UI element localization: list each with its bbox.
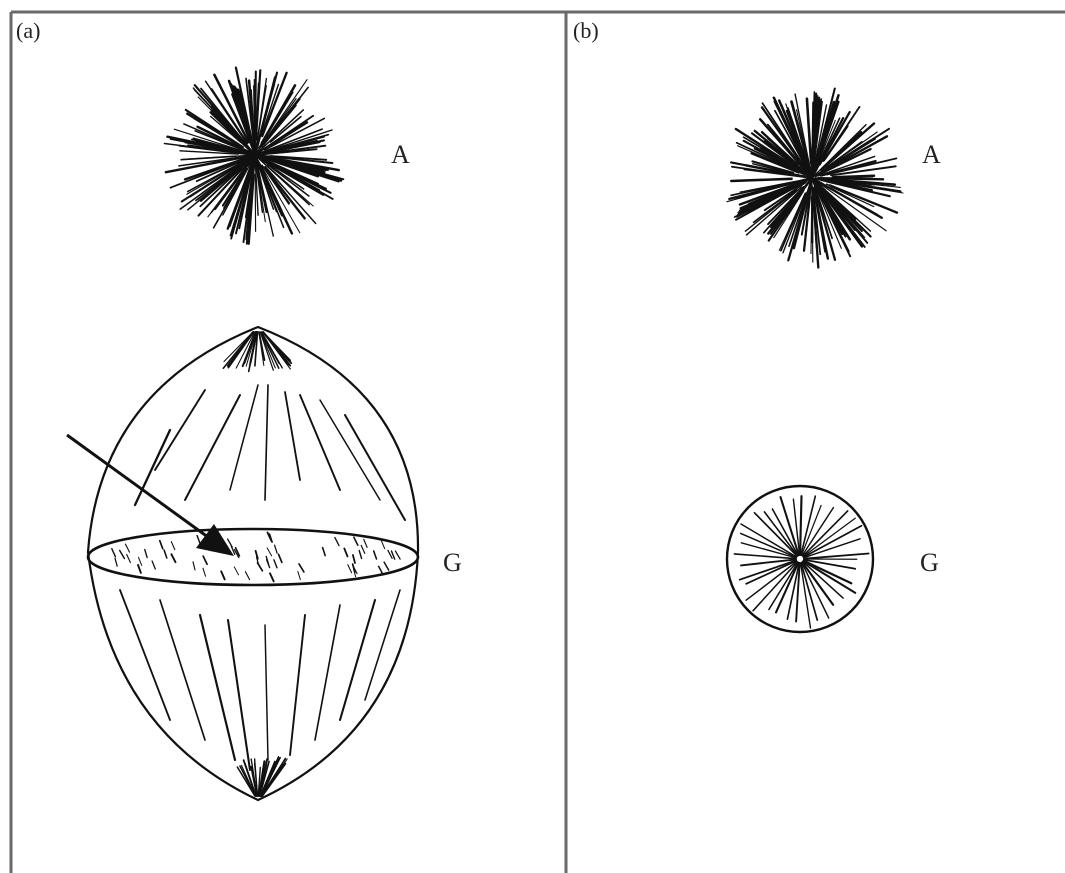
spindle-fiber — [135, 430, 170, 505]
plate-hatch-stroke — [152, 561, 155, 569]
spindle-fiber — [160, 600, 205, 740]
spindle-b-rays — [734, 496, 868, 628]
plate-hatch-stroke — [234, 567, 238, 575]
plate-hatch-stroke — [374, 551, 377, 559]
plate-hatch-stroke — [299, 564, 304, 572]
spindle-b-ray — [734, 554, 796, 559]
aster-ray — [731, 179, 791, 181]
plate-hatch-stroke — [160, 541, 163, 549]
plate-hatch-stroke — [193, 562, 195, 570]
plate-hatch-stroke — [354, 537, 358, 545]
panel-a-aster-label: A — [391, 140, 410, 170]
plate-hatch-stroke — [138, 565, 141, 573]
spindle-fiber — [265, 385, 268, 500]
plate-hatch-stroke — [384, 562, 389, 570]
panel-b-tag: (b) — [573, 18, 599, 44]
plate-hatch-stroke — [258, 563, 263, 571]
plate-hatch-stroke — [171, 554, 175, 562]
plate-hatch-stroke — [379, 566, 383, 574]
aster-b — [727, 89, 903, 268]
plate-hatch-stroke — [395, 551, 400, 559]
equatorial-plate — [88, 529, 418, 585]
aster-a — [164, 68, 343, 244]
spindle-b-ray — [741, 524, 797, 557]
panel-a-spindle-label: G — [443, 548, 462, 578]
spindle-fiber — [155, 390, 205, 470]
spindle-b-ray — [755, 513, 798, 556]
plate-hatch-stroke — [274, 560, 277, 568]
spindle-fiber — [345, 415, 405, 520]
plate-hatch-stroke — [112, 549, 116, 557]
plate-hatch-stroke — [245, 572, 249, 580]
panel-a-tag: (a) — [16, 18, 40, 44]
spindle-lower-outline — [88, 552, 418, 800]
spindle-fiber — [365, 590, 400, 700]
spindle-a — [88, 327, 418, 800]
plate-hatch-stroke — [279, 554, 282, 562]
spindle-fiber — [340, 600, 375, 720]
plate-hatch-stroke — [270, 573, 274, 581]
plate-hatch-stroke — [145, 550, 147, 558]
plate-hatch-stroke — [275, 545, 278, 553]
plate-hatch-stroke — [120, 551, 125, 559]
plate-hatch-stroke — [203, 568, 206, 576]
spindle-upper-outline — [88, 327, 418, 552]
spindle-fiber — [320, 400, 380, 500]
plate-hatch-stroke — [125, 544, 129, 552]
panel-b-spindle-label: G — [920, 548, 939, 578]
panel-b-aster-label: A — [922, 140, 941, 170]
plate-hatch-stroke — [221, 571, 225, 579]
plate-hatch-stroke — [381, 541, 384, 549]
plate-hatch-stroke — [335, 538, 339, 546]
plate-hatch-stroke — [353, 555, 355, 563]
plate-hatch-stroke — [171, 542, 175, 550]
aster-ray — [833, 176, 874, 178]
spindle-fiber — [285, 392, 300, 480]
plate-hatch-stroke — [197, 536, 200, 544]
spindle-fiber — [230, 385, 258, 490]
plate-hatch-stroke — [267, 548, 272, 556]
plate-hatch-stroke — [203, 556, 207, 564]
arrow-shaft — [67, 435, 212, 540]
plate-hatch-stroke — [348, 565, 352, 573]
plate-hatch-stroke — [127, 555, 131, 563]
plate-hatch-stroke — [298, 572, 300, 580]
spindle-b — [727, 486, 873, 632]
spindle-fiber — [315, 605, 340, 740]
figure-frame — [11, 12, 1065, 873]
plate-hatch-stroke — [344, 548, 347, 556]
equatorial-plate-hatching — [112, 533, 400, 582]
spindle-fiber — [290, 615, 305, 755]
spindle-b-ray — [776, 563, 798, 613]
spindle-b-ray — [803, 518, 855, 556]
plate-hatch-stroke — [115, 558, 117, 566]
aster-ray — [254, 80, 255, 147]
spindle-fiber — [300, 395, 340, 490]
plate-hatch-stroke — [164, 550, 167, 558]
plate-hatch-stroke — [139, 557, 142, 565]
plate-hatch-stroke — [361, 545, 365, 553]
plate-hatch-stroke — [359, 551, 361, 559]
plate-hatch-stroke — [323, 548, 326, 556]
spindle-b-ray — [803, 561, 855, 593]
spindle-fiber — [265, 625, 268, 760]
plate-hatch-stroke — [364, 539, 367, 547]
spindle-b-ray — [800, 496, 801, 555]
